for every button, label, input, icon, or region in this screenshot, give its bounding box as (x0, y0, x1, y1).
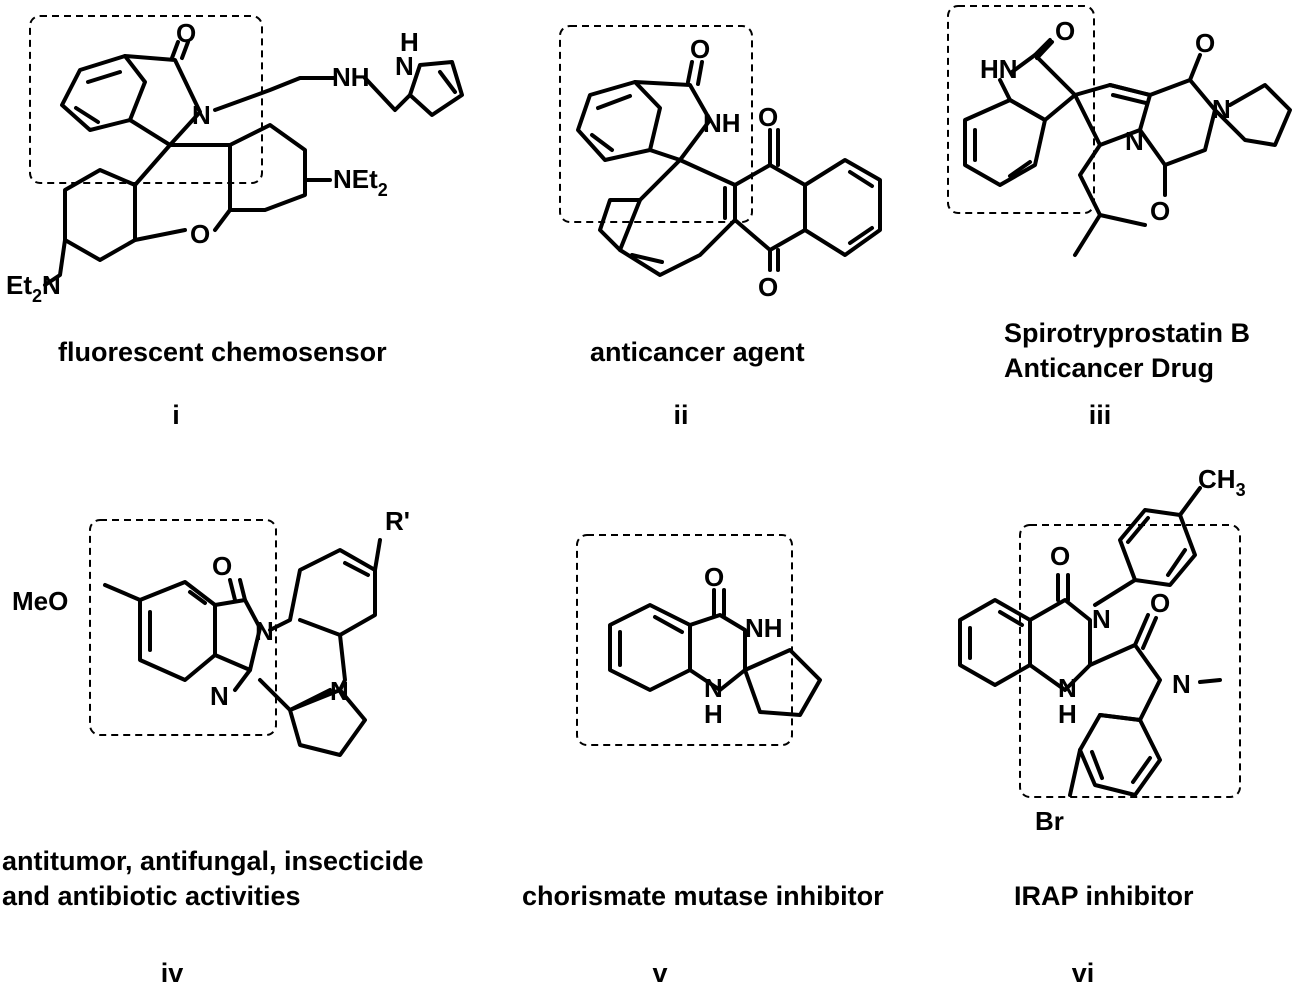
compound-iv-highlight-box (89, 519, 277, 736)
compound-iv-pyrrolidine (288, 688, 367, 757)
compound-iv-n-ring: N (255, 616, 274, 646)
compound-vi-nh-h: H (1058, 699, 1077, 729)
compound-iii-benzene (963, 98, 1047, 187)
compound-v-h: H (704, 699, 723, 729)
compound-iii-highlight-box (947, 5, 1095, 214)
compound-iii-n-right: N (1212, 94, 1231, 124)
compound-i-carbonyl-o: O (176, 18, 196, 48)
compound-iii-structure (947, 5, 1292, 257)
compound-vi-carbonyl-o: O (1050, 541, 1070, 571)
compound-iii-o-top: O (1195, 28, 1215, 58)
compound-i-pyrrole-n: N (395, 51, 414, 81)
compound-i-et2n: Et2N (6, 270, 61, 306)
compound-ii-quinone-o-bottom: O (758, 272, 778, 302)
compound-i-numeral: i (172, 400, 180, 430)
compound-vi-tolyl-ring (1118, 508, 1197, 587)
compound-v-structure (576, 534, 822, 746)
compound-iii-numeral: iii (1088, 400, 1112, 430)
compound-vi-caption: IRAP inhibitor (1014, 881, 1194, 911)
compound-iii-lactam-o: O (1055, 16, 1075, 46)
compound-iii-n-center: N (1125, 126, 1144, 156)
compound-iv-n-pyrrolidine: N (330, 676, 349, 706)
compound-v-highlight-box (576, 534, 793, 746)
compound-ii-caption: anticancer agent (590, 337, 805, 367)
compound-ii-benzene-top (576, 80, 662, 162)
compound-vi-n-ring: N (1092, 604, 1111, 634)
compound-v-carbonyl-o: O (704, 562, 724, 592)
compound-ii-nh: NH (703, 108, 741, 138)
compound-iv-caption-line2: and antibiotic activities (2, 881, 301, 911)
compound-iv-numeral: iv (160, 958, 184, 988)
compound-iii-caption-line2: Anticancer Drug (1004, 353, 1215, 383)
compound-i-pyrrole-ring (408, 60, 464, 117)
compound-i-ring-o: O (190, 219, 210, 249)
compound-i-structure (29, 15, 464, 287)
compound-ii-benzene-right (803, 158, 882, 257)
compound-ii-numeral: ii (673, 400, 689, 430)
compound-ii-carbonyl-o: O (690, 34, 710, 64)
compound-vi-br: Br (1035, 806, 1064, 836)
compound-v-cyclopentane (743, 648, 822, 717)
compound-ii-structure (559, 25, 882, 277)
compound-vi-nh-n: N (1058, 673, 1077, 703)
compound-iv-n-amidine: N (210, 681, 229, 711)
compound-iii-o-bottom: O (1150, 196, 1170, 226)
compound-i-n: N (192, 100, 211, 130)
compound-iv-caption-line1: antitumor, antifungal, insecticide (2, 846, 424, 876)
compound-iv-r-prime: R' (385, 506, 410, 536)
compound-iii-hn: HN (980, 54, 1018, 84)
compound-i-highlight-box (29, 15, 263, 184)
compound-vi-indolinone-o: O (1150, 588, 1170, 618)
compound-v-nh: NH (745, 613, 783, 643)
compound-i-pyrrole-h: H (400, 27, 419, 57)
compound-v-numeral: v (652, 958, 668, 988)
compound-vi-ch3: CH3 (1198, 464, 1246, 500)
compound-v-n: N (704, 673, 723, 703)
compound-vi-n-methyl: N (1172, 669, 1191, 699)
compound-i-net2: NEt2 (333, 164, 388, 200)
compound-i-nh: NH (332, 62, 370, 92)
compound-iv-carbonyl-o: O (212, 551, 232, 581)
compound-v-caption: chorismate mutase inhibitor (522, 881, 884, 911)
compound-vi-numeral: vi (1071, 958, 1095, 988)
compound-ii-highlight-box (559, 25, 753, 223)
compound-iii-caption-line1: Spirotryprostatin B (1004, 318, 1251, 348)
compound-iv-meo: MeO (12, 586, 68, 616)
compound-vi-structure (958, 486, 1241, 798)
compound-ii-quinone-o-top: O (758, 102, 778, 132)
compound-i-caption: fluorescent chemosensor (58, 337, 387, 367)
compound-iv-structure (89, 519, 382, 757)
compound-i-benzene (60, 54, 147, 132)
